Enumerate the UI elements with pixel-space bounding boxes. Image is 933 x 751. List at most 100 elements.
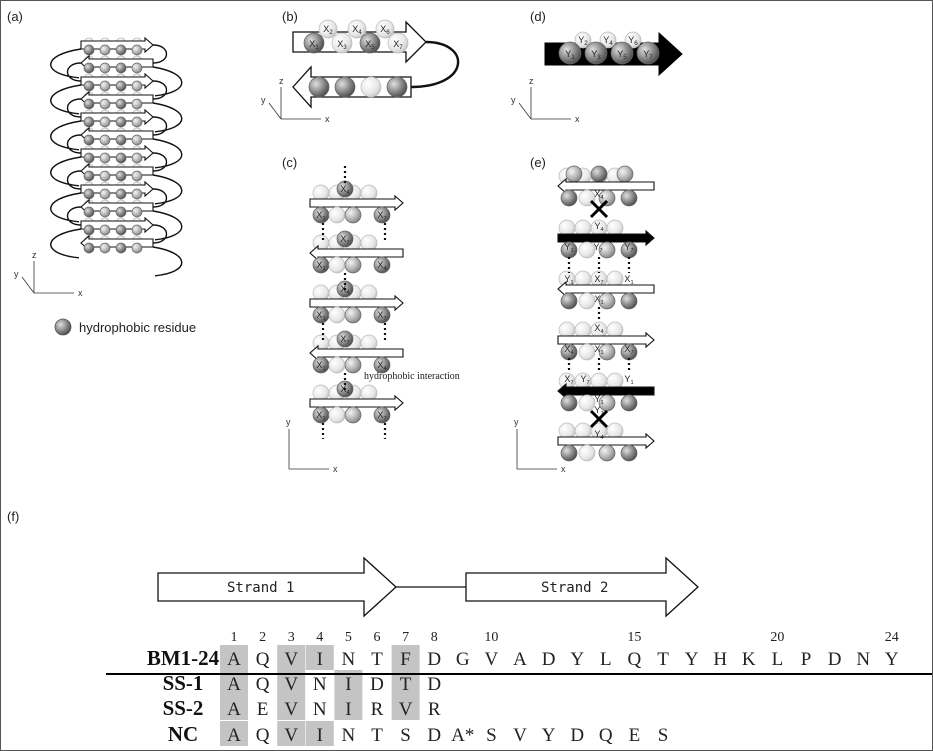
x-axis-label: x: [575, 114, 580, 124]
hairpin-lower-sphere: [334, 76, 356, 98]
front-sphere: [115, 44, 127, 56]
panel-label-c: (c): [282, 155, 297, 170]
conserved-residue-shade: [277, 695, 306, 720]
hydrophobic-interaction-label: hydrophobic interaction: [364, 371, 460, 382]
strand-top-label: Y6: [628, 35, 638, 47]
sequence-residue: F: [400, 649, 411, 670]
front-sphere: [115, 62, 127, 74]
sequence-residue: D: [370, 674, 384, 695]
right-turn-loop: [152, 188, 168, 208]
no-interaction-cross: [589, 409, 609, 429]
front-sphere: [131, 80, 143, 92]
sequence-residue: A: [227, 649, 241, 670]
front-sphere: [560, 444, 578, 462]
strand-bottom-sphere: [636, 41, 660, 65]
y-axis-label: y: [261, 95, 266, 105]
top-sphere: [616, 165, 634, 183]
sequence-residue: I: [345, 674, 351, 695]
stack-sphere-label: X4: [594, 323, 603, 335]
strand-top-sphere: [599, 31, 617, 49]
sequence-residue: Y: [542, 725, 556, 746]
top-sphere-label: X4: [340, 284, 349, 296]
front-sphere: [83, 98, 95, 110]
front-sphere: [131, 242, 143, 254]
stack-strand: [557, 177, 655, 195]
front-sphere: [131, 170, 143, 182]
panel-a-solenoid: [50, 36, 183, 277]
left-turn-loop: [66, 98, 82, 118]
front-sphere: [83, 224, 95, 236]
outer-loop-right: [152, 210, 183, 241]
outer-loop-right: [152, 174, 183, 205]
sequence-residue: Q: [628, 649, 642, 670]
outer-loop-left: [50, 120, 82, 151]
front-sphere: [373, 206, 391, 224]
panel-label-b: (b): [282, 9, 298, 24]
sequence-residue: H: [713, 649, 727, 670]
front-sphere: [620, 444, 638, 462]
sequence-residue: I: [317, 725, 323, 746]
front-sphere: [560, 394, 578, 412]
stack-sphere-label: Y1: [564, 274, 573, 286]
front-sphere-label: X4: [377, 360, 386, 372]
sequence-residue: D: [828, 649, 842, 670]
hairpin-bottom-label: X7: [393, 39, 403, 51]
front-sphere: [83, 80, 95, 92]
sequence-position-number: 6: [374, 630, 381, 645]
front-sphere: [115, 98, 127, 110]
outer-loop-right: [152, 246, 183, 277]
stack-sphere-label: X4: [594, 189, 603, 201]
front-sphere: [578, 444, 596, 462]
left-turn-loop: [66, 170, 82, 190]
front-sphere: [99, 98, 111, 110]
sequence-residue: L: [772, 649, 784, 670]
sequence-residue: V: [399, 699, 413, 720]
stack-sphere-label: Y7: [580, 374, 589, 386]
front-sphere: [115, 170, 127, 182]
hydrophobic-legend-sphere: [54, 318, 72, 336]
y-axis-label: y: [514, 417, 519, 427]
front-sphere: [344, 356, 362, 374]
stack-sphere-label: Y1: [624, 374, 633, 386]
front-sphere: [131, 134, 143, 146]
strand-bottom-label: Y5: [617, 49, 627, 61]
panel-label-a: (a): [7, 9, 23, 24]
x-axis-label: x: [561, 464, 566, 474]
top-sphere: [336, 330, 354, 348]
front-sphere: [131, 116, 143, 128]
front-sphere: [344, 406, 362, 424]
outer-loop-left: [50, 228, 82, 259]
sequence-residue: I: [345, 699, 351, 720]
sequence-residue: D: [542, 649, 556, 670]
right-turn-loop: [152, 152, 168, 172]
sequence-residue: N: [342, 725, 356, 746]
front-sphere: [373, 406, 391, 424]
stack-strand: [557, 331, 655, 349]
hydrophobic-legend-label: hydrophobic residue: [79, 320, 196, 335]
front-sphere: [99, 62, 111, 74]
hairpin-turn: [410, 40, 460, 89]
sequence-residue: S: [658, 725, 669, 746]
front-sphere: [560, 189, 578, 207]
front-sphere-label: X1: [316, 360, 325, 372]
sequence-residue: K: [742, 649, 756, 670]
strand-top-sphere: [574, 31, 592, 49]
left-turn-loop: [66, 134, 82, 154]
outer-loop-left: [50, 156, 82, 187]
sequence-residue: T: [371, 725, 383, 746]
front-sphere: [131, 44, 143, 56]
right-turn-loop: [152, 224, 168, 244]
front-sphere: [373, 306, 391, 324]
sequence-residue: V: [284, 725, 298, 746]
stack-strand: [557, 382, 655, 400]
strand-bottom-sphere: [584, 41, 608, 65]
front-sphere: [344, 206, 362, 224]
hairpin-top-sphere: [347, 19, 367, 39]
front-sphere: [598, 241, 616, 259]
sequence-position-number: 2: [259, 630, 266, 645]
sequence-position-number: 8: [431, 630, 438, 645]
sequence-residue: E: [629, 725, 641, 746]
sequence-row-name: SS-1: [163, 671, 204, 695]
hairpin-bottom-sphere: [387, 32, 409, 54]
